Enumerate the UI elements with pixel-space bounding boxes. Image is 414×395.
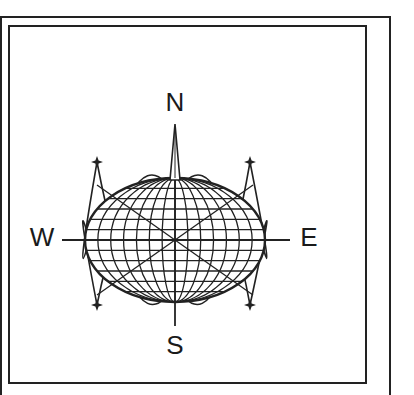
star-tip	[91, 156, 103, 168]
compass-letter: S	[166, 332, 183, 358]
compass-letter: N	[166, 89, 185, 115]
compass-letter: E	[300, 224, 317, 250]
inner-frame	[9, 26, 366, 383]
south-line	[174, 178, 176, 326]
outer-frame	[1, 17, 390, 395]
star-tip	[91, 299, 103, 311]
diagonal-line	[97, 185, 253, 295]
diagonal-line	[97, 185, 253, 295]
star-tip	[244, 156, 256, 168]
compass-letter: W	[30, 224, 55, 250]
north-needle	[170, 124, 180, 180]
star-tip	[244, 299, 256, 311]
compass-lines	[62, 124, 290, 326]
